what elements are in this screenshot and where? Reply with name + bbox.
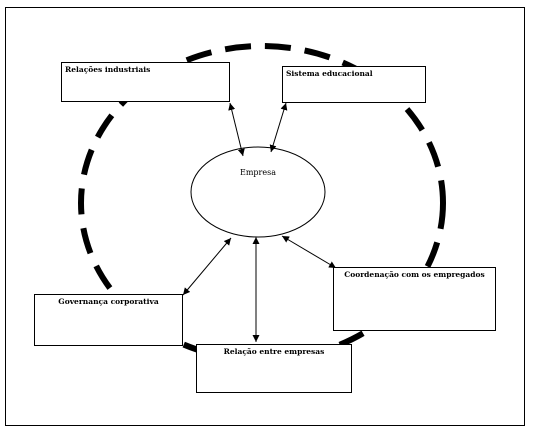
node-relacao-entre-empresas: Relação entre empresas <box>196 344 352 393</box>
node-label: Coordenação com os empregados <box>344 270 485 279</box>
empresa-label: Empresa <box>240 168 276 177</box>
connector-coordenacao-empregados <box>281 235 337 269</box>
empresa-ellipse <box>190 146 326 238</box>
node-label: Relações industriais <box>65 65 151 74</box>
node-label: Governança corporativa <box>58 297 159 306</box>
node-relacoes-industriais: Relações industriais <box>61 62 230 102</box>
node-coordenacao-empregados: Coordenação com os empregados <box>333 267 496 331</box>
diagram-frame <box>5 7 525 426</box>
connector-governanca-corporativa <box>182 237 232 296</box>
connector-relacoes-industriais <box>228 102 245 157</box>
node-label: Relação entre empresas <box>223 347 325 356</box>
node-label: Sistema educacional <box>286 69 373 78</box>
connector-sistema-educacional <box>269 102 288 153</box>
node-governanca-corporativa: Governança corporativa <box>34 294 183 346</box>
node-sistema-educacional: Sistema educacional <box>282 66 426 103</box>
